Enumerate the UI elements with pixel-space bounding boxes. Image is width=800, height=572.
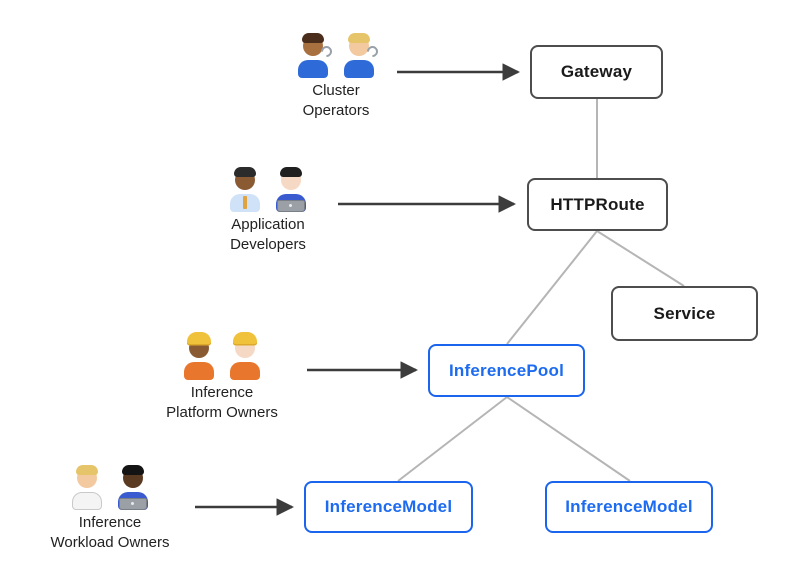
node-gateway: Gateway (530, 45, 663, 99)
persona-label-line2: Platform Owners (166, 404, 278, 421)
persona-cluster-operators: Cluster Operators (251, 30, 421, 121)
man-office-worker-icon (226, 164, 264, 212)
application-developers-avatars (183, 164, 353, 214)
man-technologist-icon (114, 462, 152, 510)
edge-httproute-inferencepool (506, 230, 598, 345)
node-service-label: Service (653, 303, 716, 323)
node-httproute: HTTPRoute (527, 178, 668, 231)
persona-label: Inference Platform Owners (127, 383, 317, 423)
node-httproute-label: HTTPRoute (550, 194, 645, 214)
node-inference-model-2-label: InferenceModel (565, 497, 693, 516)
persona-label-line1: Application (231, 216, 305, 233)
persona-label-line2: Developers (230, 236, 306, 253)
node-inference-pool: InferencePool (428, 344, 585, 397)
node-inference-model-1: InferenceModel (304, 481, 473, 533)
woman-technologist-icon (272, 164, 310, 212)
woman-construction-worker-icon (180, 332, 218, 380)
health-worker-icon (68, 462, 106, 510)
persona-label-line2: Workload Owners (50, 534, 170, 551)
persona-application-developers: Application Developers (183, 164, 353, 255)
woman-mechanic-icon (340, 30, 381, 78)
persona-label-line1: Inference (78, 514, 142, 531)
persona-label: Inference Workload Owners (15, 513, 205, 553)
inference-workload-owners-avatars (15, 462, 205, 512)
man-construction-worker-icon (226, 332, 264, 380)
persona-label: Cluster Operators (251, 81, 421, 121)
persona-label-line1: Inference (190, 384, 254, 401)
node-inference-pool-label: InferencePool (448, 360, 565, 380)
node-inference-model-2: InferenceModel (545, 481, 713, 533)
inference-platform-owners-avatars (127, 332, 317, 382)
persona-inference-workload-owners: Inference Workload Owners (15, 462, 205, 553)
edge-inferencepool-inferencemodel-1 (397, 396, 508, 482)
persona-label: Application Developers (183, 215, 353, 255)
persona-label-line1: Cluster (312, 82, 360, 99)
cluster-operators-avatars (251, 30, 421, 80)
persona-inference-platform-owners: Inference Platform Owners (127, 332, 317, 423)
node-service: Service (611, 286, 758, 341)
edge-inferencepool-inferencemodel-2 (506, 396, 631, 482)
node-inference-model-1-label: InferenceModel (324, 497, 453, 516)
node-gateway-label: Gateway (560, 62, 633, 81)
persona-label-line2: Operators (302, 102, 370, 119)
edge-httproute-service (596, 230, 685, 287)
man-mechanic-icon (294, 30, 335, 78)
